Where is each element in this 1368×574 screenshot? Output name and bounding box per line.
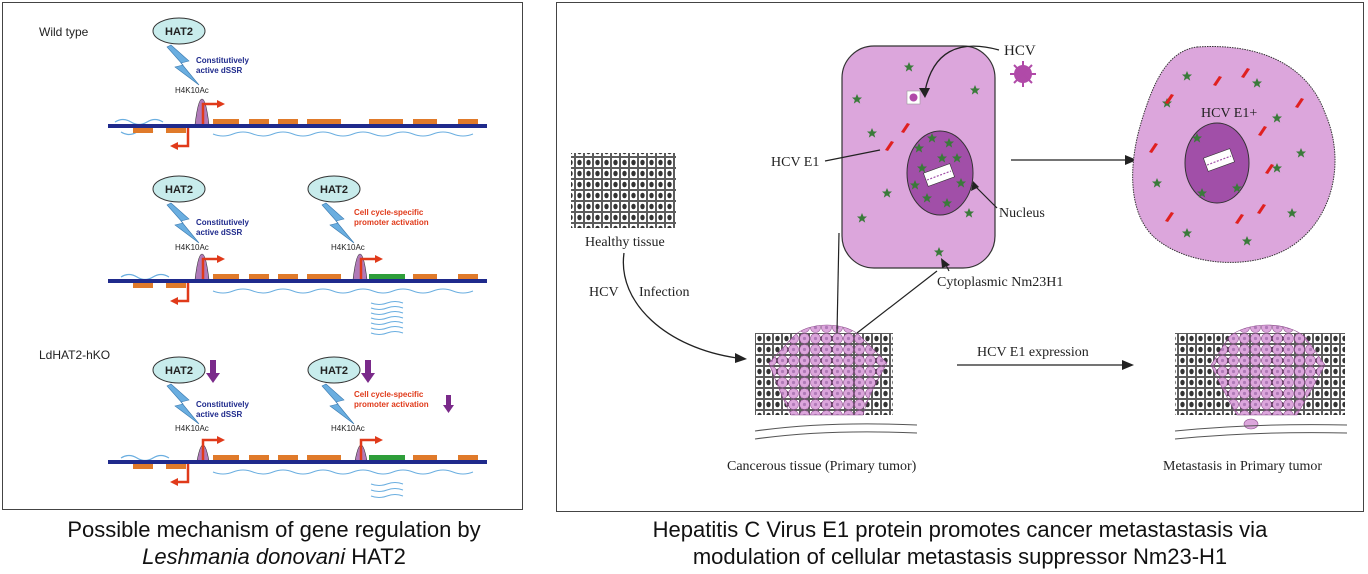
gene-track: [106, 98, 489, 150]
hat2-bubble: HAT2: [152, 17, 206, 45]
infection-label-hcv: HCV: [589, 285, 619, 300]
dssr-label: Constitutively: [196, 56, 249, 65]
svg-text:active dSSR: active dSSR: [196, 228, 242, 237]
svg-text:Constitutively: Constitutively: [196, 218, 249, 227]
svg-text:HAT2: HAT2: [165, 184, 193, 196]
right-caption-line1: Hepatitis C Virus E1 protein promotes ca…: [652, 517, 1268, 542]
metastasis-label: Metastasis in Primary tumor: [1163, 459, 1322, 474]
down-arrow-icon: [206, 360, 220, 383]
lightning-bolt-icon: [166, 44, 200, 86]
knockout-label: LdHAT2-hKO: [39, 348, 110, 362]
svg-text:HAT2: HAT2: [165, 26, 193, 38]
lightning-bolt-icon: [321, 202, 355, 244]
nucleus-label: Nucleus: [999, 206, 1045, 221]
h4k10ac-label: H4K10Ac: [175, 86, 209, 95]
hat2-bubble: HAT2: [307, 175, 361, 203]
species-name: Leshmania donovani: [142, 544, 346, 569]
gene-track: [106, 253, 489, 335]
svg-text:H4K10Ac: H4K10Ac: [175, 243, 209, 252]
cancerous-tissue: [755, 324, 893, 416]
svg-text:H4K10Ac: H4K10Ac: [331, 243, 365, 252]
hat2-bubble: HAT2: [152, 356, 206, 384]
cytoplasmic-nm23h1-label: Cytoplasmic Nm23H1: [937, 275, 1063, 290]
hcv-e1-expression-label: HCV E1 expression: [977, 345, 1089, 360]
hcv-e1-label: HCV E1: [771, 155, 819, 170]
entry-arrow: [924, 45, 1000, 92]
hcv-label: HCV: [1004, 43, 1036, 59]
hcv-e1-plus-label: HCV E1+: [1201, 106, 1257, 121]
hat2-bubble: HAT2: [152, 175, 206, 203]
healthy-tissue-label: Healthy tissue: [585, 235, 665, 250]
hcv-metastasis-panel: HCV HCV E1 Nucleus Cytoplasmic Nm23H1: [556, 2, 1364, 512]
svg-text:Cell cycle-specific: Cell cycle-specific: [354, 390, 424, 399]
metastasis-tissue: [1175, 324, 1345, 430]
hcv-virus-icon: [1010, 61, 1036, 87]
infection-label: Infection: [639, 285, 690, 300]
gene-regulation-diagram: Wild type HAT2 Constitutively active dSS…: [39, 17, 489, 498]
svg-text:Constitutively: Constitutively: [196, 400, 249, 409]
lightning-bolt-icon: [166, 202, 200, 244]
svg-text:active dSSR: active dSSR: [196, 66, 242, 75]
left-caption-line2: Leshmania donovani HAT2: [142, 544, 406, 569]
cancerous-tissue-label: Cancerous tissue (Primary tumor): [727, 459, 917, 474]
svg-text:HAT2: HAT2: [165, 365, 193, 377]
wild-type-label: Wild type: [39, 25, 89, 39]
right-caption-line2: modulation of cellular metastasis suppre…: [692, 544, 1228, 569]
left-caption: Possible mechanism of gene regulation by…: [0, 516, 548, 570]
svg-text:promoter activation: promoter activation: [354, 400, 429, 409]
svg-text:promoter activation: promoter activation: [354, 218, 429, 227]
hcv-metastasis-diagram: HCV HCV E1 Nucleus Cytoplasmic Nm23H1: [571, 43, 1348, 474]
dna-insert-icon: [923, 163, 955, 187]
gene-regulation-panel: Wild type HAT2 Constitutively active dSS…: [2, 2, 523, 510]
infection-arrow: [622, 252, 738, 359]
svg-text:H4K10Ac: H4K10Ac: [175, 424, 209, 433]
right-caption: Hepatitis C Virus E1 protein promotes ca…: [556, 516, 1364, 570]
cell-cycle-label: Cell cycle-specific: [354, 208, 424, 217]
svg-text:active dSSR: active dSSR: [196, 410, 242, 419]
down-arrow-icon: [443, 395, 454, 413]
lightning-bolt-icon: [321, 383, 355, 425]
metastatic-cell: [1132, 46, 1336, 263]
hat2-bubble: HAT2: [307, 356, 361, 384]
svg-text:HAT2: HAT2: [320, 365, 348, 377]
lightning-bolt-icon: [166, 383, 200, 425]
svg-text:HAT2: HAT2: [320, 184, 348, 196]
down-arrow-icon: [361, 360, 375, 383]
svg-text:H4K10Ac: H4K10Ac: [331, 424, 365, 433]
gene-track: [106, 436, 489, 498]
healthy-tissue: [571, 153, 676, 228]
cell: [841, 45, 996, 269]
left-caption-line1: Possible mechanism of gene regulation by: [67, 517, 481, 542]
